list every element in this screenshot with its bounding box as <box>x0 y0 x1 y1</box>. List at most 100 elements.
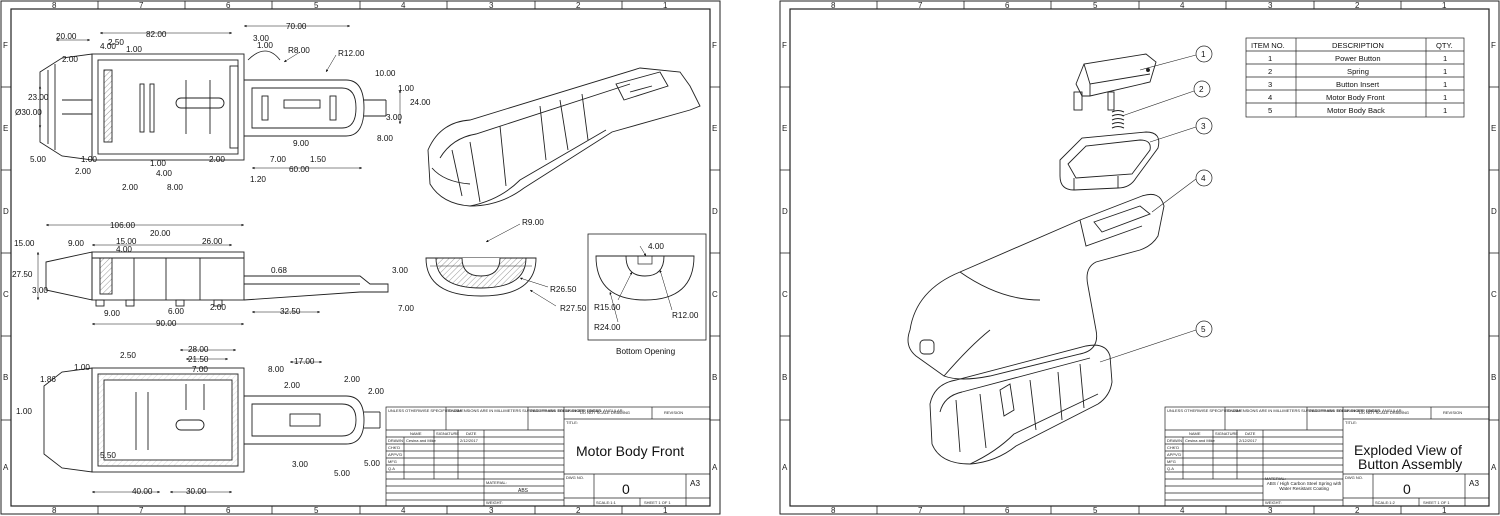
dim-label: 2.00 <box>344 375 360 384</box>
dim-label: 106.00 <box>110 221 135 230</box>
zone-row-label: E <box>712 124 717 133</box>
tb-finish-label: FINISH: <box>448 408 462 413</box>
zone-col-label: 5 <box>1093 1 1098 10</box>
dim-label: 1.86 <box>40 375 56 384</box>
bom-cell-description: Button Insert <box>1336 80 1380 89</box>
dim-label: 2.00 <box>122 183 138 192</box>
tb-signature-header: SIGNATURE <box>1215 431 1238 436</box>
dim-label: 2.00 <box>62 55 78 64</box>
tb-title-label: TITLE: <box>1345 420 1357 425</box>
dim-label: 5.00 <box>334 469 350 478</box>
dim-label: 3.00 <box>386 113 402 122</box>
dim-label: 28.00 <box>188 345 209 354</box>
tb-drawn-name: Cesina and Mike <box>1185 438 1216 443</box>
bottom-view-dimensions <box>92 348 322 494</box>
zone-row-label: E <box>1491 124 1496 133</box>
dim-label: R15.00 <box>594 303 621 312</box>
balloon-label: 5 <box>1201 325 1206 334</box>
part-motor-body-front <box>907 193 1165 380</box>
dim-label: R12.00 <box>672 311 699 320</box>
bom-cell-description: Motor Body Back <box>1327 106 1385 115</box>
dim-label: 30.00 <box>186 487 207 496</box>
tb-drawn-name: Cesina and Mike <box>406 438 437 443</box>
tb-date-header: DATE <box>1245 431 1256 436</box>
balloon-label: 2 <box>1199 85 1204 94</box>
bom-cell-qty: 1 <box>1443 93 1447 102</box>
tb-title-label: TITLE: <box>566 420 578 425</box>
tb-signature-header: SIGNATURE <box>436 431 459 436</box>
dim-label: 32.50 <box>280 307 301 316</box>
zone-row-label: D <box>1491 207 1497 216</box>
end-view <box>425 257 537 297</box>
zone-row-label: A <box>3 463 9 472</box>
zone-row-label: A <box>712 463 718 472</box>
end-view-dimensions <box>485 223 557 307</box>
bom-cell-qty: 1 <box>1443 106 1447 115</box>
tb-material-label: MATERIAL: <box>486 480 507 485</box>
zone-col-label: 5 <box>314 1 319 10</box>
zone-col-label: 2 <box>1355 1 1360 10</box>
bom-cell-item: 5 <box>1268 106 1272 115</box>
dim-label: 23.00 <box>28 93 49 102</box>
tb-row-appvd: APPV'D <box>388 452 402 457</box>
part-button-insert <box>1059 131 1160 191</box>
dim-label: 7.00 <box>270 155 286 164</box>
bom-cell-description: Motor Body Front <box>1326 93 1386 102</box>
zone-row-label: E <box>3 124 8 133</box>
zone-col-label: 8 <box>831 1 836 10</box>
zone-row-label: D <box>782 207 788 216</box>
bom-cell-description: Spring <box>1347 67 1369 76</box>
zone-col-label: 1 <box>1442 506 1447 515</box>
tb-name-header: NAME <box>1189 431 1201 436</box>
zone-col-label: 8 <box>52 506 57 515</box>
zone-row-label: B <box>3 373 8 382</box>
tb-drawing-title-line2: Button Assembly <box>1358 456 1462 472</box>
tb-date-header: DATE <box>466 431 477 436</box>
tb-revision-label: REVISION <box>1443 410 1462 415</box>
bom-header-item: ITEM NO. <box>1251 41 1285 50</box>
zone-row-label: D <box>3 207 9 216</box>
tb-name-header: NAME <box>410 431 422 436</box>
zone-border-left <box>1 1 720 514</box>
dim-label: 2.00 <box>368 387 384 396</box>
tb-row-drawn: DRAWN <box>388 438 403 443</box>
zone-col-label: 6 <box>226 506 231 515</box>
zone-col-label: 3 <box>489 1 494 10</box>
zone-col-label: 7 <box>139 1 144 10</box>
zone-col-label: 5 <box>314 506 319 515</box>
dim-label: R26.50 <box>550 285 577 294</box>
bom-cell-item: 3 <box>1268 80 1272 89</box>
tb-finish-label: FINISH: <box>1227 408 1241 413</box>
zone-labels-left: 8 7 6 5 4 3 2 1 8 7 6 5 4 3 2 1 F E D C … <box>3 1 718 515</box>
zone-col-label: 4 <box>1180 1 1185 10</box>
zone-col-label: 5 <box>1093 506 1098 515</box>
balloon-label: 1 <box>1201 50 1206 59</box>
isometric-view-front <box>427 67 701 207</box>
dim-label: 1.00 <box>81 155 97 164</box>
dim-label: 2.00 <box>209 155 225 164</box>
dim-label: 2.50 <box>120 351 136 360</box>
tb-row-chkd: CHK'D <box>1167 445 1179 450</box>
dim-label: 3.00 <box>292 460 308 469</box>
dim-label: 8.00 <box>268 365 284 374</box>
zone-row-label: D <box>712 207 718 216</box>
bom-header-description: DESCRIPTION <box>1332 41 1384 50</box>
dim-label: 9.00 <box>293 139 309 148</box>
zone-row-label: C <box>1491 290 1497 299</box>
dim-label: R27.50 <box>560 304 587 313</box>
dim-label: Ø30.00 <box>15 108 42 117</box>
zone-row-label: F <box>782 41 787 50</box>
part-spring <box>1111 110 1125 129</box>
bom-cell-item: 2 <box>1268 67 1272 76</box>
bottom-opening-caption: Bottom Opening <box>616 347 676 356</box>
zone-row-label: E <box>782 124 787 133</box>
dim-label: 5.00 <box>30 155 46 164</box>
zone-col-label: 1 <box>1442 1 1447 10</box>
title-block-front: UNLESS OTHERWISE SPECIFIED: DIMENSIONS A… <box>385 406 711 507</box>
dim-label: 3.00 <box>392 266 408 275</box>
zone-col-label: 3 <box>1268 1 1273 10</box>
sheet-exploded-view: 8 7 6 5 4 3 2 1 8 7 6 5 4 3 2 1 F E D C … <box>779 0 1500 515</box>
dim-label: 6.00 <box>168 307 184 316</box>
dim-label: 10.00 <box>375 69 396 78</box>
tb-material-value: ABS / High Carbon Steel Spring with Wate… <box>1266 481 1342 491</box>
